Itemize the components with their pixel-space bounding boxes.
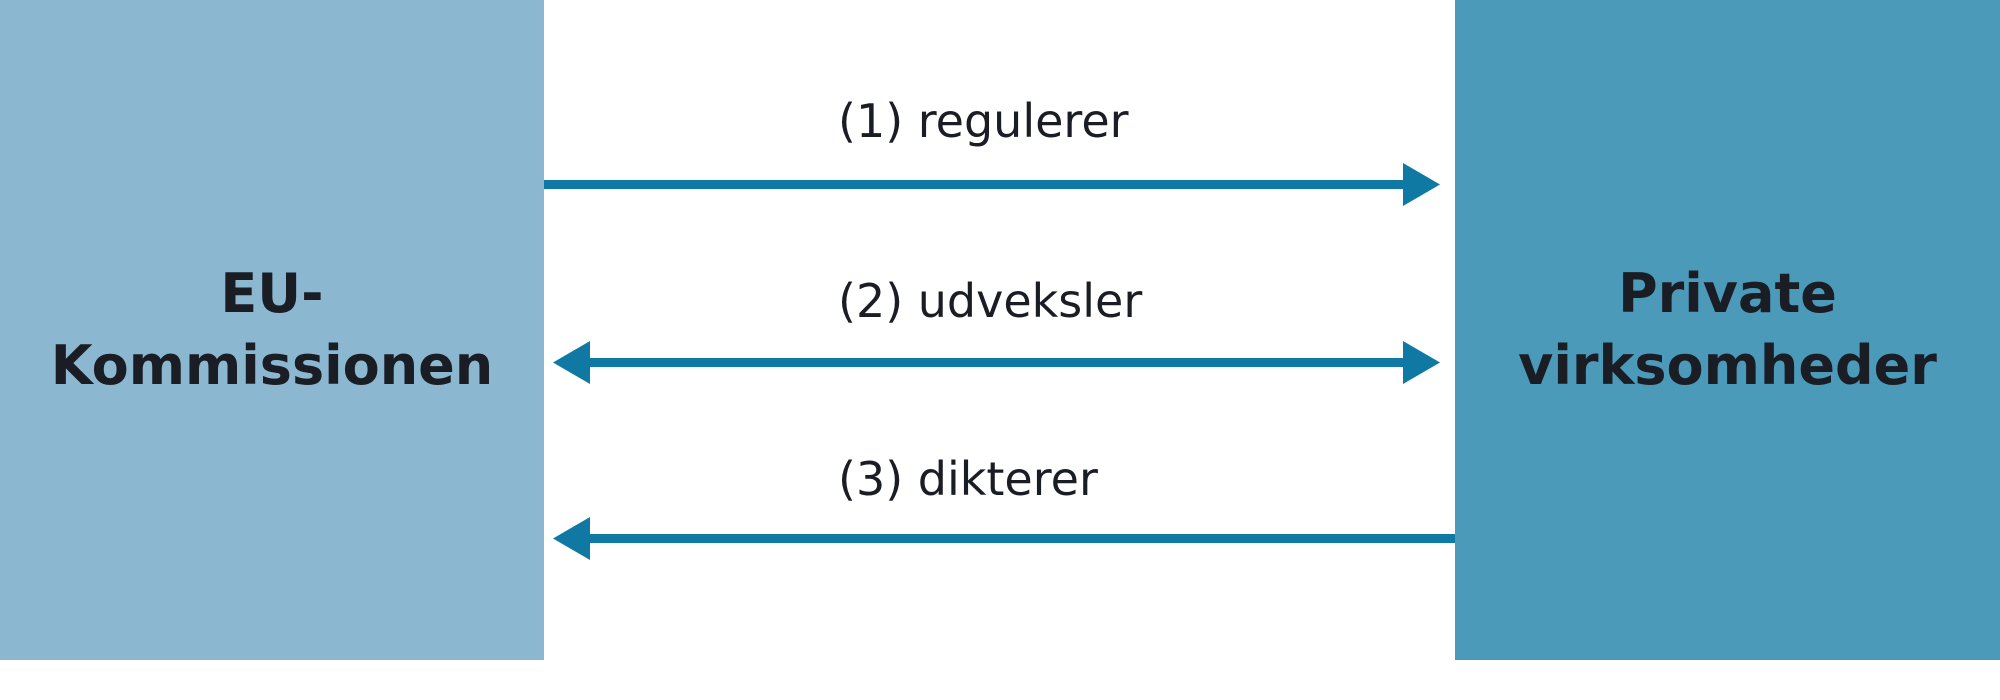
- arrow-dikterer-icon: [553, 517, 1455, 560]
- private-companies-box: Private virksomheder: [1455, 0, 2000, 660]
- relation-label-dikterer: (3) dikterer: [838, 452, 1098, 506]
- eu-commission-label-line2: Kommissionen: [50, 334, 494, 397]
- relation-label-udveksler: (2) udveksler: [838, 274, 1143, 328]
- eu-commission-box: EU- Kommissionen: [0, 0, 544, 660]
- private-companies-label-line1: Private: [1618, 262, 1837, 325]
- relation-label-regulerer: (1) regulerer: [838, 94, 1129, 148]
- arrow-regulerer-icon: [544, 163, 1440, 206]
- private-companies-label: Private virksomheder: [1518, 258, 1937, 402]
- eu-commission-label: EU- Kommissionen: [51, 258, 493, 402]
- arrow-udveksler-icon: [553, 341, 1440, 384]
- eu-commission-label-line1: EU-: [220, 262, 324, 325]
- private-companies-label-line2: virksomheder: [1518, 334, 1937, 397]
